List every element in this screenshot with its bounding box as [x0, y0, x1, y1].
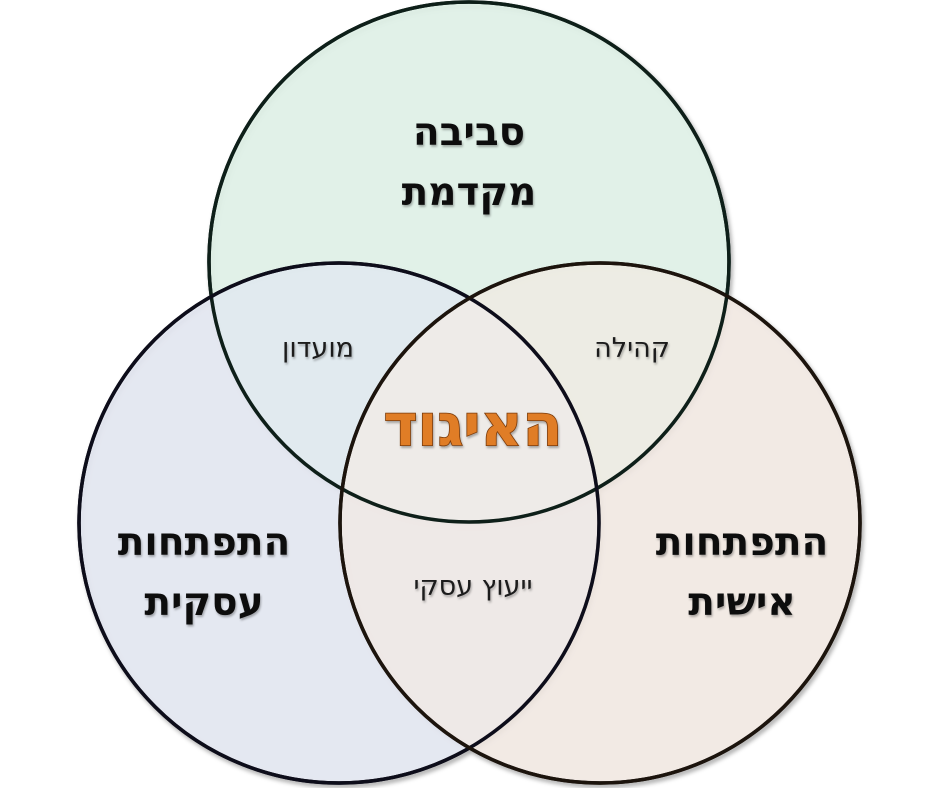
- left-circle-label-line1: התפתחות: [118, 520, 291, 565]
- top-circle-label-line2: מקדמת: [402, 170, 537, 215]
- right-circle-label-line2: אישית: [688, 580, 796, 625]
- circle-right-outline: [338, 261, 862, 785]
- overlap-top-left-label: מועדון: [282, 333, 354, 364]
- right-circle-label-line1: התפתחות: [656, 520, 829, 565]
- center-label: האיגוד: [383, 391, 562, 459]
- left-circle-label-line2: עסקית: [144, 580, 263, 625]
- circle-left-outline: [77, 261, 601, 785]
- overlap-top-right-label: קהילה: [594, 333, 670, 364]
- overlap-left-right-label: ייעוץ עסקי: [413, 571, 532, 602]
- circle-top-outline: [207, 0, 731, 524]
- top-circle-label-line1: סביבה: [413, 110, 525, 155]
